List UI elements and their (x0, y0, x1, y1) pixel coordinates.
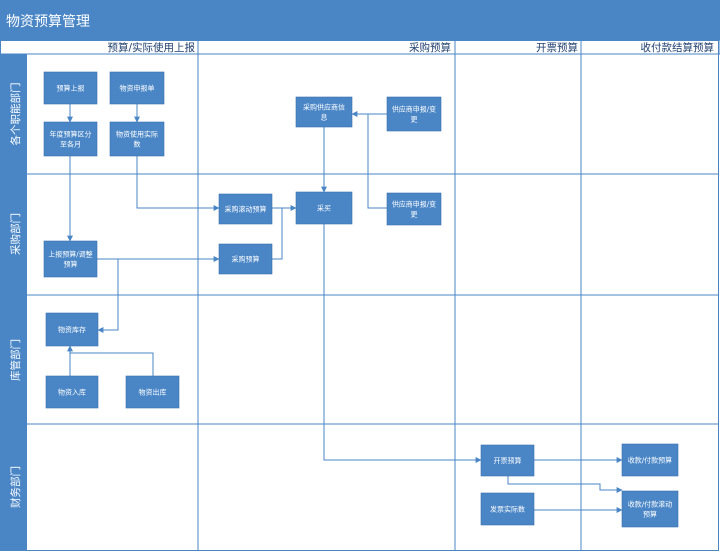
flow-node-inventory: 物资库存 (45, 312, 99, 347)
flow-node-box (480, 492, 535, 526)
flow-node-label: 物资入库 (58, 388, 86, 397)
flow-node-label: 收款/付款滚动 (628, 500, 672, 509)
column-label-1: 预算/实际使用上报 (107, 41, 195, 54)
flow-node-label: 供应商申报/变 (392, 105, 436, 114)
flow-node-box (43, 240, 98, 278)
flow-node-invoice-budget: 开票预算 (480, 444, 535, 477)
column-label-4: 收付款结算预算 (641, 41, 715, 54)
diagram-title: 物资预算管理 (6, 14, 90, 30)
connector-purchase-to-invoice (323, 224, 482, 463)
flow-node-supplier-apply-2: 供应商申报/变更 (386, 192, 442, 226)
flow-node-label: 更 (411, 211, 418, 219)
flow-node-label: 年度预算区分 (50, 130, 92, 139)
flow-node-label: 发票实际数 (490, 505, 525, 514)
flow-node-box (218, 193, 273, 225)
flow-node-material-apply: 物资申报单 (109, 71, 165, 105)
flow-node-label: 更 (411, 116, 418, 124)
flow-node-label: 采购供应商信 (303, 103, 345, 112)
flow-node-label: 供应商申报/变 (392, 200, 436, 209)
flow-node-invoice-actual: 发票实际数 (480, 492, 535, 526)
connector-budget-to-purchase (272, 207, 296, 260)
flow-node-box (45, 375, 99, 409)
flow-node-label: 预算 (643, 510, 657, 519)
lane-label-2: 采购部门 (9, 213, 22, 255)
flow-node-label: 采购滚动预算 (225, 205, 267, 214)
flow-node-stock-in: 物资入库 (45, 375, 99, 409)
connector-supplier-apply-2-to-info (367, 114, 387, 209)
flow-node-box (480, 444, 535, 477)
flow-node-label: 预算 (64, 260, 78, 269)
flow-node-supplier-apply-1: 供应商申报/变更 (386, 96, 442, 132)
flow-node-label: 数 (134, 140, 141, 149)
flow-node-purchase-rolling: 采购滚动预算 (218, 193, 273, 225)
title-bar (0, 0, 720, 40)
lane-label-1: 各个职能部门 (9, 83, 22, 146)
flow-node-box (218, 243, 273, 275)
connector-invoice-to-payment-rolling (507, 476, 623, 493)
flow-node-label: 上报预算/调整 (48, 250, 92, 259)
flow-node-box (43, 71, 98, 105)
connector-stock-bracket (69, 352, 154, 376)
flow-node-box (109, 121, 165, 157)
flow-node-label: 物资使用实际 (116, 130, 158, 139)
flow-node-stock-out: 物资出库 (125, 375, 180, 409)
flow-node-budget-report: 预算上报 (43, 71, 98, 105)
nodes-layer: 预算上报年度预算区分至各月物资申报单物资使用实际数采购供应商信息供应商申报/变更… (43, 71, 679, 528)
flow-node-box (621, 443, 679, 477)
lane-label-4: 财务部门 (9, 466, 22, 508)
flow-node-label: 开票预算 (494, 456, 522, 465)
flow-node-box (43, 121, 98, 157)
column-label-2: 采购预算 (409, 41, 451, 54)
flow-node-purchase: 采买 (295, 191, 353, 225)
flow-node-box (109, 71, 165, 105)
flow-node-label: 采购预算 (232, 255, 260, 264)
column-label-3: 开票预算 (536, 41, 578, 54)
flow-node-box (125, 375, 180, 409)
flow-node-payment-budget: 收款/付款预算 (621, 443, 679, 477)
flow-node-box (621, 490, 679, 528)
lane-header-column (0, 54, 27, 550)
flow-node-box (295, 96, 353, 128)
flow-node-label: 收款/付款预算 (628, 456, 672, 465)
lane-label-3: 库管部门 (9, 339, 22, 381)
flow-node-purchase-budget: 采购预算 (218, 243, 273, 275)
flow-node-label: 预算上报 (57, 84, 85, 93)
flow-node-box (386, 192, 442, 226)
flow-node-label: 物资申报单 (120, 84, 155, 93)
flow-node-label: 物资出库 (139, 388, 167, 397)
flow-node-label: 至各月 (60, 140, 81, 149)
connector-actual-to-rolling (136, 156, 220, 211)
flow-node-label: 采买 (317, 204, 331, 213)
flow-node-label: 息 (321, 113, 328, 122)
flow-node-box (295, 191, 353, 225)
flow-node-box (45, 312, 99, 347)
flow-node-box (386, 96, 442, 132)
flow-node-label: 物资库存 (58, 325, 86, 334)
